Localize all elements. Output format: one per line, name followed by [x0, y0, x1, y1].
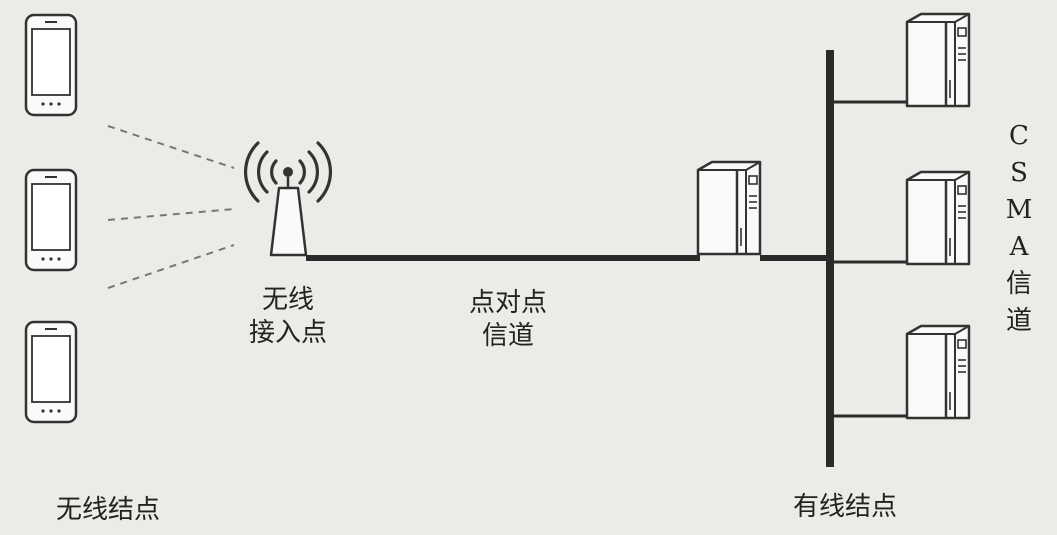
access-point-label-line1: 无线 [261, 285, 314, 315]
access-point-label-line2: 接入点 [248, 318, 327, 348]
ptp-channel-label: 点对点 信道 [448, 287, 568, 353]
wireless-nodes-label: 无线结点 [56, 495, 161, 525]
ptp-channel-label-line2: 信道 [481, 321, 534, 351]
phone-top-icon [24, 13, 78, 117]
csma-char: C [1009, 121, 1029, 151]
csma-char: S [1010, 158, 1028, 188]
wired-nodes-label: 有线结点 [793, 492, 898, 522]
bus-branches [830, 100, 910, 418]
csma-channel-label: C S M A 信 道 [1002, 118, 1036, 340]
csma-char: M [1005, 195, 1033, 225]
phone-middle-icon [24, 168, 78, 272]
wired-server-top-icon [905, 12, 971, 108]
csma-char: 信 [1005, 269, 1032, 299]
gateway-server-icon [696, 160, 762, 256]
wired-server-bottom-icon [905, 324, 971, 420]
wired-server-middle-icon [905, 170, 971, 266]
wireless-links [107, 125, 235, 289]
csma-char: A [1009, 232, 1029, 262]
phone-bottom-icon [24, 320, 78, 424]
access-point-label: 无线 接入点 [233, 284, 343, 350]
antenna-icon [244, 141, 332, 257]
csma-char: 道 [1005, 306, 1032, 336]
ptp-channel-label-line1: 点对点 [468, 288, 547, 318]
